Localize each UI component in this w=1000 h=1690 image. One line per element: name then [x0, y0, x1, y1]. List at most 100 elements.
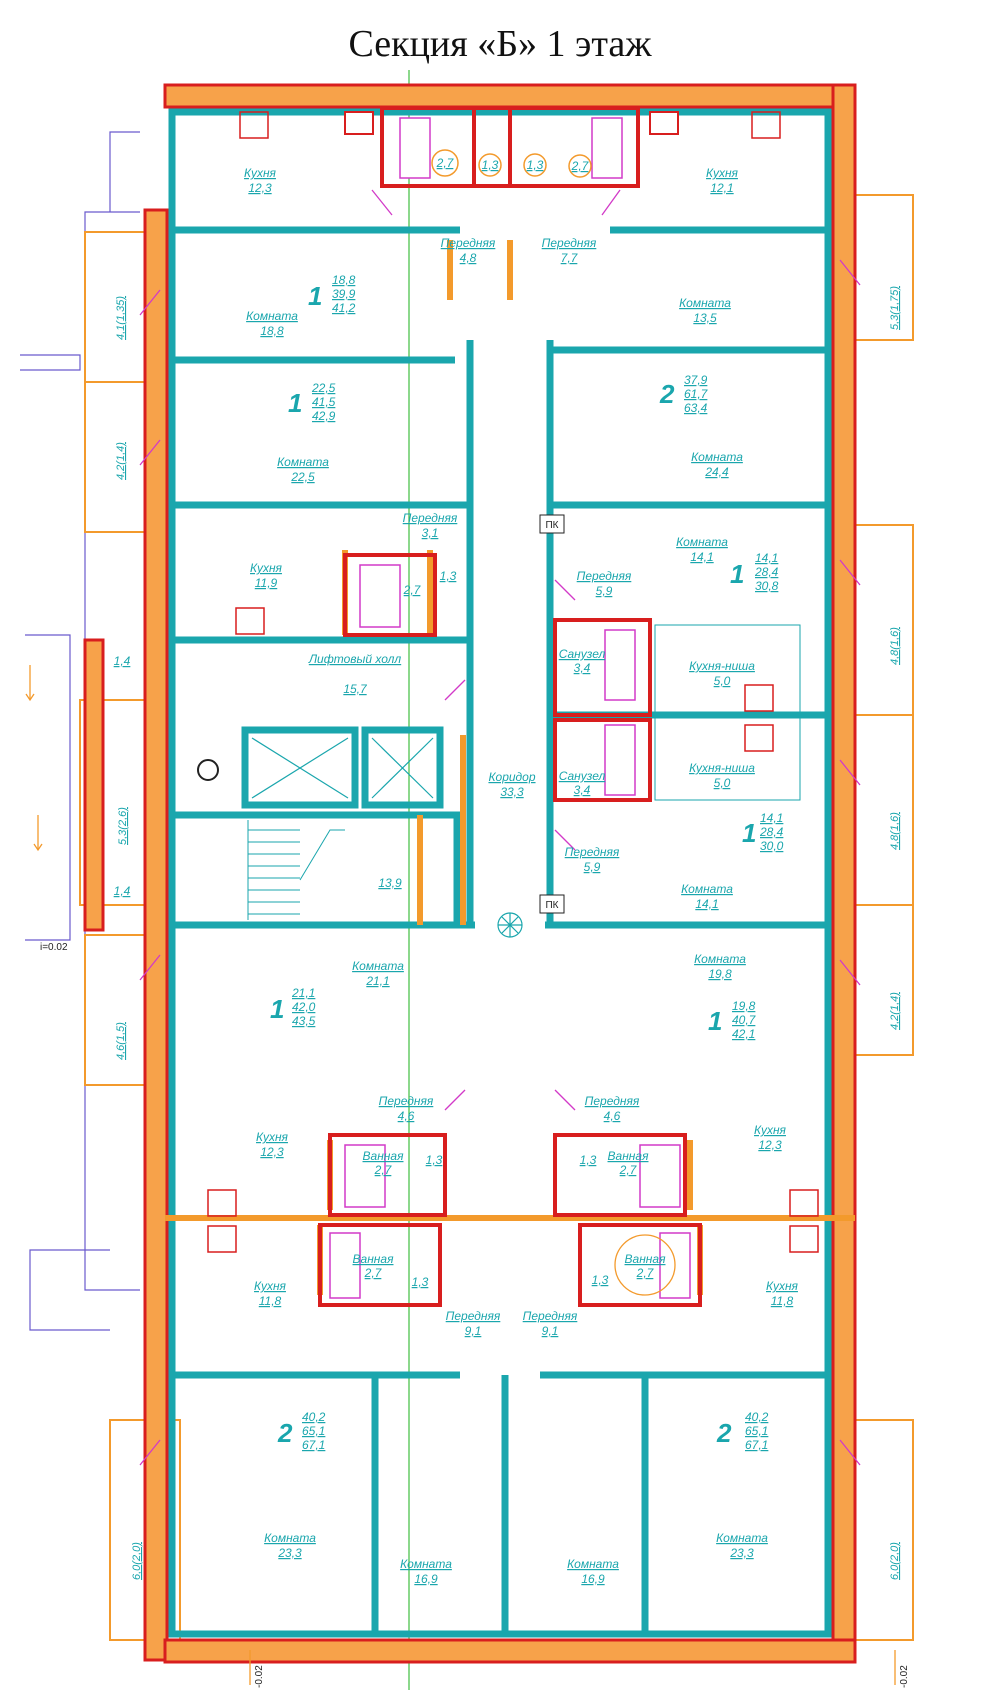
room-r4-label: Комната: [681, 882, 733, 896]
hall-l7-label: Передняя: [446, 1309, 501, 1323]
apt-2-c: 63,4: [684, 401, 708, 415]
hall-l7-area: 9,1: [465, 1324, 482, 1338]
apt-6-rooms: 1: [708, 1006, 722, 1036]
bath-l6-label: Ванная: [363, 1149, 405, 1163]
apt-1-a: 22,5: [311, 381, 336, 395]
apt-8-c: 67,1: [745, 1438, 768, 1452]
niche-r4-area: 5,0: [714, 776, 731, 790]
kitchen-r6-label: Кухня: [754, 1123, 787, 1137]
apt-7-b: 65,1: [302, 1424, 325, 1438]
room-l8-area: 23,3: [277, 1546, 302, 1560]
apt-7-rooms: 2: [277, 1418, 293, 1448]
apt-1-rooms: 1: [288, 388, 302, 418]
room-l2-label: Комната: [277, 455, 329, 469]
kitchen-l6-label: Кухня: [256, 1130, 289, 1144]
balcony-r3: 4,8(1,6): [889, 812, 901, 850]
balconies: [79, 194, 914, 1641]
room-l5-area: 21,1: [365, 974, 389, 988]
l3-wc-area: 1,3: [440, 569, 457, 583]
left-sanitary-block: [343, 553, 437, 637]
room-l1-label: Комната: [246, 309, 298, 323]
lift-vest-bot-area: 1,4: [114, 884, 131, 898]
compass-icon: [497, 912, 523, 938]
room-m8r-area: 16,9: [581, 1572, 605, 1586]
stove-icons: [207, 111, 819, 1253]
hall-l3-area: 3,1: [422, 526, 439, 540]
bath-r4-area: 3,4: [574, 783, 591, 797]
kitchen-tl-label: Кухня: [244, 166, 277, 180]
staircase: [247, 820, 345, 920]
room-l5-label: Комната: [352, 959, 404, 973]
hall-r6-area: 4,6: [604, 1109, 621, 1123]
niche-r3-label: Кухня-ниша: [689, 659, 755, 673]
room-l8-label: Комната: [264, 1531, 316, 1545]
balcony-labels: 4,1(1,35) 4,2(1,4) 5,3(2,6) 4,6(1,5) 6,0…: [115, 286, 901, 1580]
hall-r4-area: 5,9: [584, 860, 601, 874]
hall-r3-label: Передняя: [577, 569, 632, 583]
hall-r4-label: Передняя: [565, 845, 620, 859]
r7-wc-area: 1,3: [592, 1273, 609, 1287]
bath-r6-area: 2,7: [619, 1163, 638, 1177]
room-r5-area: 19,8: [708, 967, 732, 981]
apt-8-rooms: 2: [716, 1418, 732, 1448]
level-arrows: [25, 665, 896, 1685]
room-l2-area: 22,5: [290, 470, 315, 484]
bath-r3-area: 3,4: [574, 661, 591, 675]
apt-5-b: 42,0: [292, 1000, 316, 1014]
hall-top-l-area: 4,8: [460, 251, 477, 265]
kitchen-l6-area: 12,3: [260, 1145, 284, 1159]
kitchen-r7-area: 11,8: [771, 1294, 794, 1308]
apt-0-c: 41,2: [332, 301, 356, 315]
corridor-area: 33,3: [500, 785, 524, 799]
room-r8-label: Комната: [716, 1531, 768, 1545]
apt-1-c: 42,9: [312, 409, 336, 423]
top-wc-l-area: 1,3: [482, 158, 499, 172]
hall-r3-area: 5,9: [596, 584, 613, 598]
stair-area: 13,9: [378, 876, 402, 890]
apt-2-rooms: 2: [659, 379, 675, 409]
apt-4-rooms: 1: [742, 818, 756, 848]
apt-7-c: 67,1: [302, 1438, 325, 1452]
r6-wc-area: 1,3: [580, 1153, 597, 1167]
kitchen-l7-area: 11,8: [259, 1294, 282, 1308]
exterior-walls: [83, 83, 857, 1664]
room-r3-label: Комната: [676, 535, 728, 549]
kitchen-tr-label: Кухня: [706, 166, 739, 180]
hall-l3-label: Передняя: [403, 511, 458, 525]
room-r8-area: 23,3: [729, 1546, 754, 1560]
apt-1-b: 41,5: [312, 395, 336, 409]
bath-r3-label: Санузел: [559, 647, 606, 661]
apt-0-b: 39,9: [332, 287, 356, 301]
bath-r7-area: 2,7: [636, 1266, 655, 1280]
apt-4-b: 28,4: [759, 825, 784, 839]
balcony-l3: 5,3(2,6): [117, 807, 129, 845]
kitchen-tr-area: 12,1: [710, 181, 733, 195]
l7-wc-area: 1,3: [412, 1275, 429, 1289]
hall-r7-label: Передняя: [523, 1309, 578, 1323]
apt-8-b: 65,1: [745, 1424, 768, 1438]
hall-r6-label: Передняя: [585, 1094, 640, 1108]
elevators: [197, 737, 434, 799]
room-m8l-area: 16,9: [414, 1572, 438, 1586]
hall-r7-area: 9,1: [542, 1324, 559, 1338]
pk-bottom-label: ПК: [545, 900, 558, 911]
apt-4-c: 30,0: [760, 839, 784, 853]
top-bath-r-area: 2,7: [571, 159, 590, 173]
room-r2-area: 24,4: [704, 465, 729, 479]
room-r5-label: Комната: [694, 952, 746, 966]
room-r1-area: 13,5: [693, 311, 717, 325]
kitchen-l3-label: Кухня: [250, 561, 283, 575]
room-m8l-label: Комната: [400, 1557, 452, 1571]
apt-3-a: 14,1: [755, 551, 778, 565]
lift-vest-top-area: 1,4: [114, 654, 131, 668]
pk-top-label: ПК: [545, 520, 558, 531]
balcony-r1: 5,3(1,75): [889, 286, 901, 330]
top-sanitary-block: [344, 106, 679, 188]
plan-title: Секция «Б» 1 этаж: [348, 23, 652, 65]
apt-6-b: 40,7: [732, 1013, 757, 1027]
apt-7-a: 40,2: [302, 1410, 326, 1424]
l6-wc-area: 1,3: [426, 1153, 443, 1167]
apt-6-c: 42,1: [732, 1027, 755, 1041]
apt-5-c: 43,5: [292, 1014, 316, 1028]
